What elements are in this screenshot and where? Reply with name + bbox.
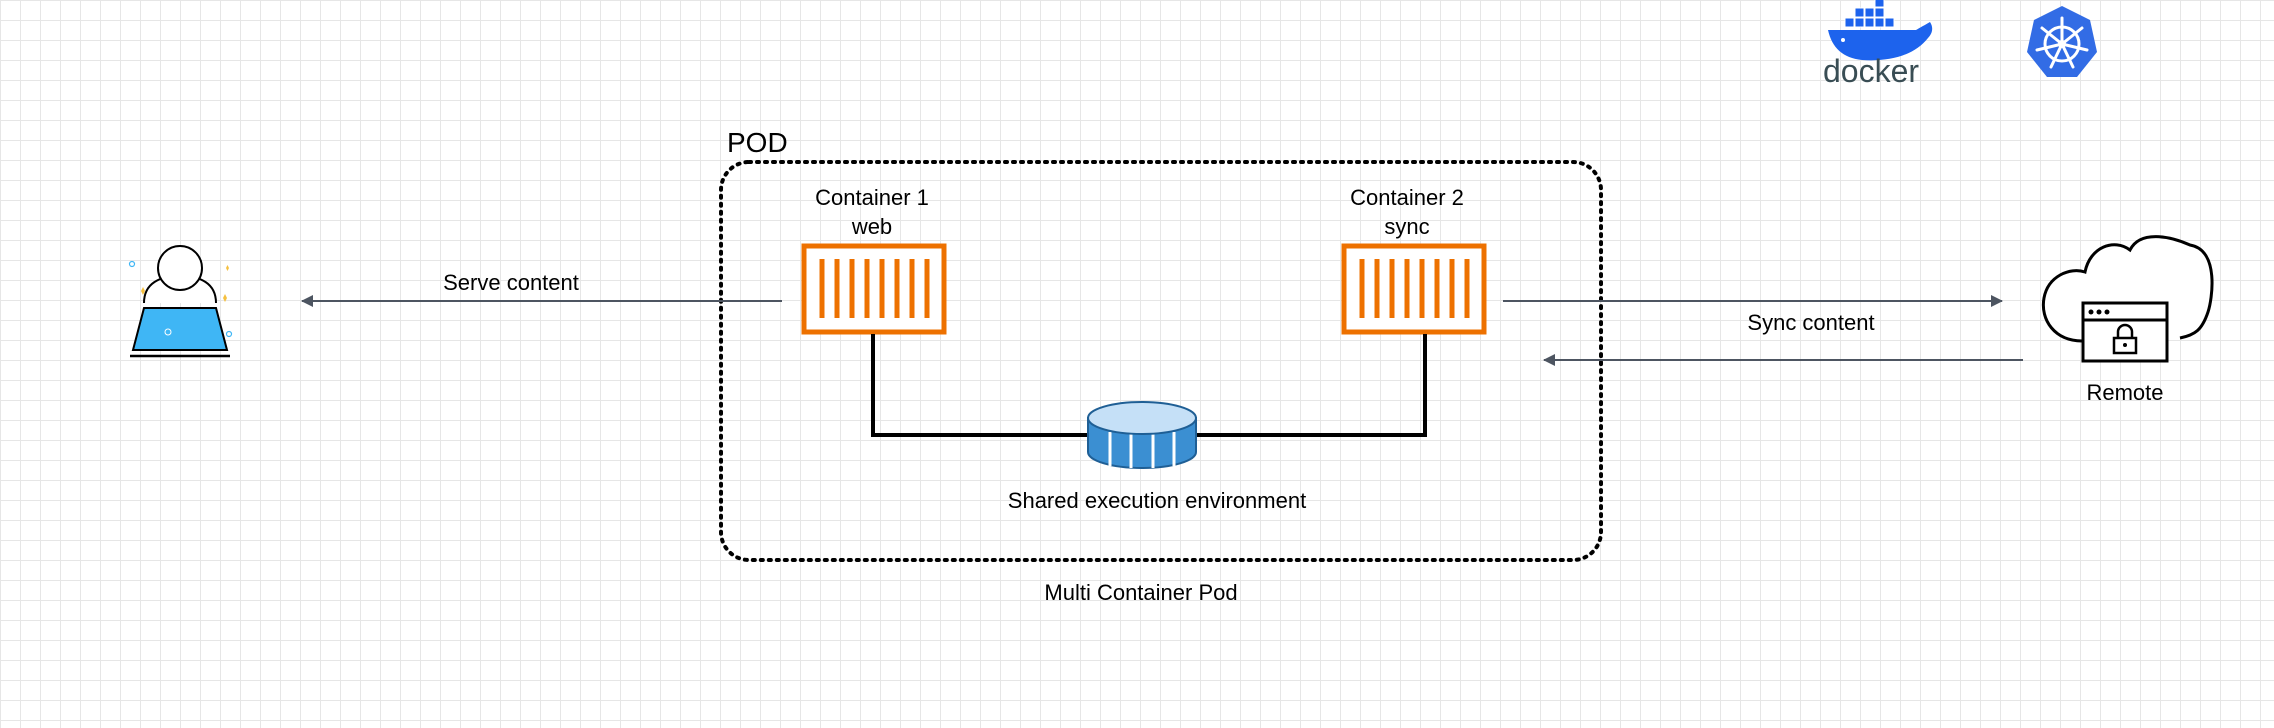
cloud-lock-icon[interactable] <box>2041 235 2214 363</box>
docker-logo: docker <box>1823 0 1933 89</box>
shared-label: Shared execution environment <box>1008 488 1306 513</box>
docker-whale-icon <box>1828 0 1933 61</box>
container-1-icon <box>801 243 947 335</box>
remote-label: Remote <box>2086 380 2163 405</box>
pod-title: POD <box>727 127 788 158</box>
docker-logo-text: docker <box>1823 53 1919 89</box>
pod-caption: Multi Container Pod <box>1044 580 1237 605</box>
container-2-name: Container 2 <box>1350 185 1464 210</box>
sync-label: Sync content <box>1747 310 1874 335</box>
serve-label: Serve content <box>443 270 579 295</box>
container-1[interactable]: Container 1 web <box>801 185 947 335</box>
container-1-role: web <box>851 214 892 239</box>
container-2[interactable]: Container 2 sync <box>1341 185 1487 335</box>
connector-container-1-shared[interactable] <box>871 334 1090 437</box>
container-2-role: sync <box>1384 214 1429 239</box>
helm-wheel-icon <box>2027 6 2097 77</box>
user-laptop-icon[interactable] <box>128 245 233 358</box>
connector-container-2-shared[interactable] <box>1195 334 1427 437</box>
shared-volume-icon[interactable] <box>1087 401 1197 469</box>
container-1-name: Container 1 <box>815 185 929 210</box>
container-2-icon <box>1341 243 1487 335</box>
